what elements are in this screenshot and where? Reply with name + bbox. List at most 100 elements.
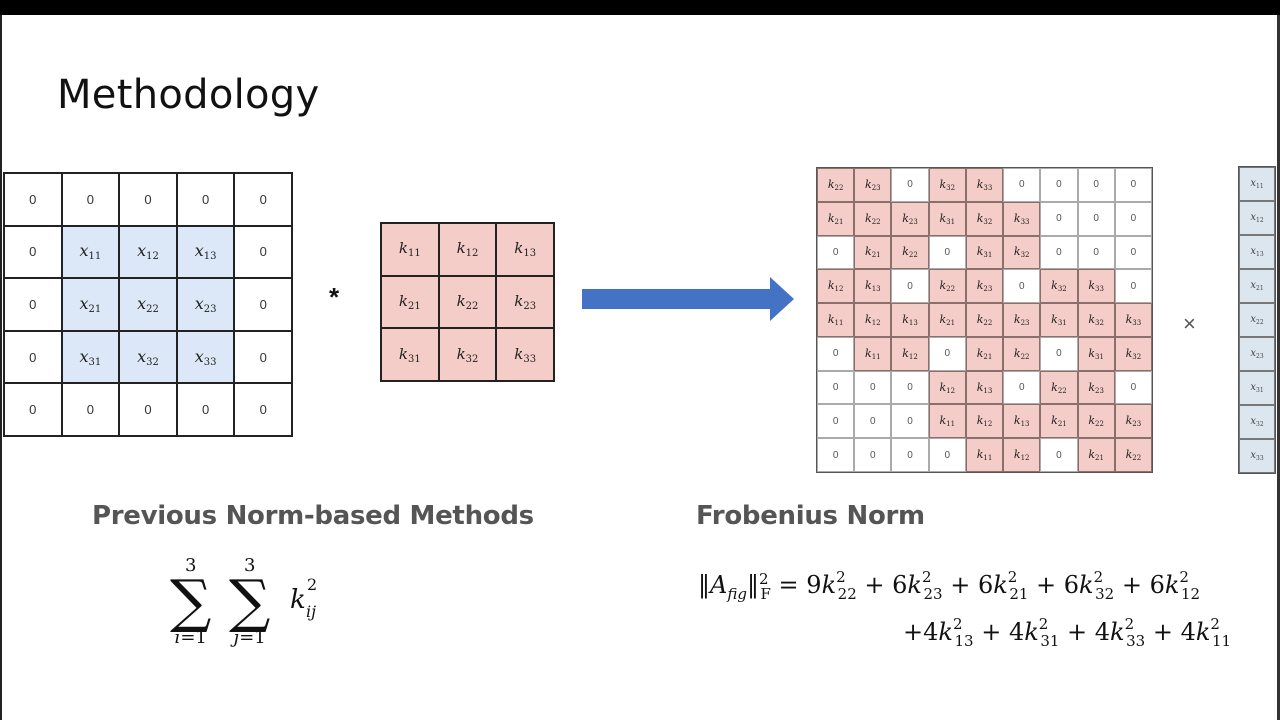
matrix-cell: k21 [928, 303, 966, 337]
kernel-symbol: k13 [902, 312, 918, 327]
right-arrow-icon [582, 277, 794, 321]
kernel-symbol: k33 [1088, 279, 1104, 294]
matrix-cell: k11 [854, 336, 892, 371]
kernel-symbol: k22 [865, 211, 881, 226]
zero-value: 0 [832, 348, 839, 360]
kernel-symbol: k22 [1051, 380, 1067, 395]
zero-value: 0 [86, 191, 94, 207]
zero-value: 0 [907, 382, 913, 394]
matrix-cell: 0 [61, 383, 120, 436]
matrix-cell: k32 [1114, 336, 1152, 371]
frobenius-heading: Frobenius Norm [696, 501, 925, 531]
kernel-symbol: k31 [398, 344, 421, 365]
kernel-symbol: k23 [902, 211, 918, 226]
multiplication-operator: × [1183, 311, 1196, 336]
kernel-symbol: k32 [1013, 245, 1030, 260]
matrix-cell: k12 [928, 370, 966, 405]
zero-value: 0 [259, 244, 267, 260]
matrix-cell: k31 [965, 235, 1004, 270]
kernel-symbol: k22 [827, 177, 844, 192]
matrix-cell: 0 [119, 173, 177, 226]
matrix-cell: 0 [4, 173, 62, 226]
matrix-cell: 0 [891, 370, 929, 405]
matrix-cell: k11 [817, 303, 855, 337]
sum1-upper-limit: 3 [184, 555, 197, 576]
matrix-cell: 0 [1040, 438, 1078, 472]
zero-value: 0 [907, 179, 913, 191]
zero-value: 0 [29, 402, 37, 418]
kernel-symbol: k23 [976, 279, 993, 294]
matrix-cell: k22 [817, 168, 855, 202]
kernel-symbol: k32 [939, 177, 956, 192]
zero-value: 0 [1056, 246, 1062, 258]
matrix-cell: 0 [1040, 235, 1078, 270]
zero-value: 0 [1018, 280, 1025, 292]
matrix-cell: k21 [817, 201, 855, 236]
input-symbol: x22 [137, 293, 159, 315]
matrix-cell: 0 [1077, 235, 1115, 270]
matrix-cell: k23 [891, 201, 929, 236]
kernel-symbol: k33 [1013, 211, 1030, 226]
matrix-cell: k22 [891, 235, 929, 270]
kernel-symbol: k22 [1013, 346, 1030, 361]
matrix-cell: x31 [1239, 371, 1275, 405]
matrix-cell: x13 [1239, 235, 1275, 269]
kernel-symbol: k21 [939, 312, 956, 327]
matrix-cell: k31 [1077, 336, 1115, 371]
matrix-cell: 0 [928, 235, 966, 270]
zero-value: 0 [86, 402, 94, 418]
kernel-symbol: k33 [976, 177, 993, 192]
zero-value: 0 [1130, 382, 1137, 394]
input-symbol: x11 [1250, 178, 1264, 190]
kernel-symbol: k11 [865, 346, 881, 361]
input-symbol: x23 [1250, 348, 1264, 360]
input-symbol: x23 [194, 293, 217, 315]
matrix-cell: x32 [1239, 405, 1275, 439]
kernel-symbol: k11 [827, 312, 844, 327]
matrix-cell: 0 [1077, 168, 1115, 202]
matrix-cell: 0 [854, 370, 892, 405]
zero-value: 0 [832, 415, 839, 427]
matrix-cell: x13 [176, 225, 235, 279]
matrix-cell: 0 [1003, 168, 1041, 202]
kernel-symbol: k31 [939, 211, 956, 226]
input-symbol: x21 [1250, 280, 1264, 292]
matrix-cell: 0 [817, 336, 855, 371]
zero-value: 0 [259, 296, 267, 312]
zero-value: 0 [1056, 348, 1062, 360]
matrix-cell: 0 [234, 330, 292, 384]
matrix-cell: k33 [496, 328, 554, 381]
matrix-cell: k11 [381, 223, 439, 276]
matrix-cell: k23 [496, 275, 554, 329]
matrix-cell: x11 [61, 225, 120, 279]
kernel-symbol: k23 [1125, 414, 1142, 429]
kernel-symbol: k22 [456, 291, 479, 312]
zero-value: 0 [832, 449, 839, 461]
matrix-cell: 0 [61, 173, 120, 226]
kernel-symbol: k12 [456, 239, 479, 260]
zero-value: 0 [1130, 280, 1137, 292]
matrix-cell: k32 [438, 328, 497, 381]
matrix-cell: k22 [1003, 336, 1041, 371]
matrix-cell: k12 [854, 303, 892, 337]
input-symbol: x31 [79, 346, 102, 368]
sum2-lower-limit: j=1 [233, 627, 266, 648]
zero-value: 0 [1093, 246, 1099, 258]
kernel-symbol: k22 [976, 312, 993, 327]
kernel-symbol: k21 [827, 211, 844, 226]
matrix-cell: k13 [1003, 404, 1041, 439]
matrix-cell: k31 [1040, 303, 1078, 337]
kernel-symbol: k32 [1088, 312, 1104, 327]
kernel-symbol: k23 [865, 177, 881, 192]
sigma-icon: ∑ [229, 567, 271, 635]
kernel-symbol: k22 [1088, 414, 1104, 429]
matrix-cell: 0 [1040, 336, 1078, 371]
kernel-symbol: k22 [1125, 448, 1142, 463]
slide-left-edge [0, 15, 2, 720]
input-symbol: x12 [1250, 212, 1264, 224]
slide-right-edge [1277, 15, 1280, 720]
zero-value: 0 [870, 382, 876, 394]
matrix-cell: 0 [4, 225, 62, 279]
